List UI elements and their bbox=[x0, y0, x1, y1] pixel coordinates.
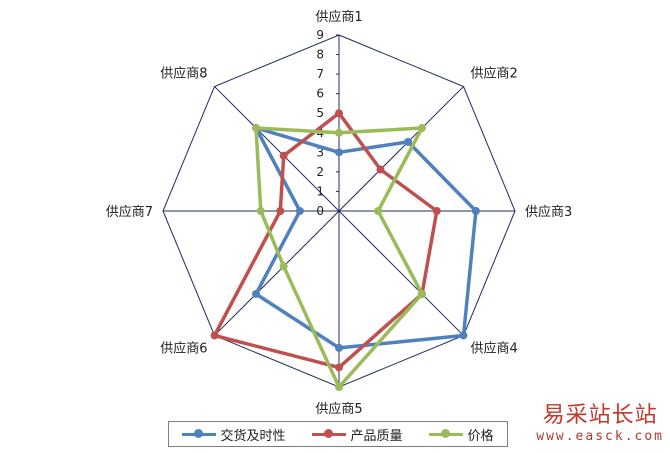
data-point bbox=[471, 207, 480, 215]
tick-label: 1 bbox=[316, 184, 324, 198]
tick-label: 8 bbox=[316, 48, 324, 62]
category-label: 供应商1 bbox=[315, 9, 362, 25]
data-point bbox=[279, 151, 288, 160]
series-layer bbox=[210, 109, 480, 391]
tick-label: 6 bbox=[316, 87, 324, 101]
data-point bbox=[256, 207, 265, 215]
tick-label: 3 bbox=[316, 145, 324, 159]
category-label: 供应商4 bbox=[471, 341, 518, 357]
category-label: 供应商8 bbox=[160, 65, 207, 81]
legend-label-1: 交货及时性 bbox=[220, 428, 286, 444]
series-3 bbox=[252, 124, 426, 391]
tick-label: 9 bbox=[316, 28, 324, 42]
data-point bbox=[335, 128, 343, 137]
data-point bbox=[335, 363, 343, 372]
data-point bbox=[276, 207, 285, 215]
tick-label: 0 bbox=[316, 204, 324, 218]
watermark-title: 易采站长站 bbox=[542, 403, 658, 428]
data-point bbox=[432, 207, 441, 215]
data-point bbox=[252, 289, 261, 298]
category-labels: 供应商1 供应商2 供应商3 供应商4 供应商5 供应商6 供应商7 供应商8 bbox=[106, 9, 573, 417]
legend-item-series-3: 价格 bbox=[429, 425, 494, 444]
tick-label: 7 bbox=[316, 67, 324, 81]
watermark: 易采站长站 www.easck.com bbox=[536, 397, 664, 444]
data-point bbox=[374, 207, 383, 215]
legend-label-2: 产品质量 bbox=[350, 428, 403, 444]
watermark-url: www.easck.com bbox=[536, 429, 664, 444]
data-point bbox=[252, 124, 261, 133]
data-point bbox=[335, 383, 343, 391]
category-label: 供应商3 bbox=[525, 204, 572, 220]
legend-item-series-1: 交货及时性 bbox=[182, 425, 286, 444]
data-point bbox=[335, 343, 343, 352]
legend: 交货及时性 产品质量 价格 bbox=[168, 421, 508, 447]
legend-swatch-1 bbox=[182, 429, 217, 439]
data-point bbox=[335, 109, 343, 118]
data-point bbox=[295, 207, 304, 215]
category-label: 供应商6 bbox=[160, 341, 207, 357]
category-label: 供应商2 bbox=[471, 65, 518, 81]
legend-item-series-2: 产品质量 bbox=[312, 425, 403, 444]
series-line bbox=[212, 111, 439, 370]
data-point bbox=[404, 137, 413, 146]
data-point bbox=[459, 331, 468, 340]
data-point bbox=[335, 148, 343, 157]
axis-spoke bbox=[214, 210, 340, 336]
tick-label: 2 bbox=[316, 165, 324, 179]
tick-label: 5 bbox=[316, 106, 324, 120]
data-point bbox=[279, 262, 288, 271]
legend-swatch-3 bbox=[429, 429, 464, 439]
category-label: 供应商7 bbox=[106, 204, 153, 220]
data-point bbox=[376, 165, 385, 174]
axis-spoke bbox=[214, 86, 340, 212]
data-point bbox=[210, 331, 219, 340]
category-label: 供应商5 bbox=[315, 401, 362, 417]
data-point bbox=[417, 289, 426, 298]
axis-spoke bbox=[338, 86, 464, 212]
axis-spoke bbox=[338, 210, 464, 336]
legend-swatch-2 bbox=[312, 429, 347, 439]
data-point bbox=[417, 124, 426, 133]
legend-label-3: 价格 bbox=[467, 428, 494, 444]
